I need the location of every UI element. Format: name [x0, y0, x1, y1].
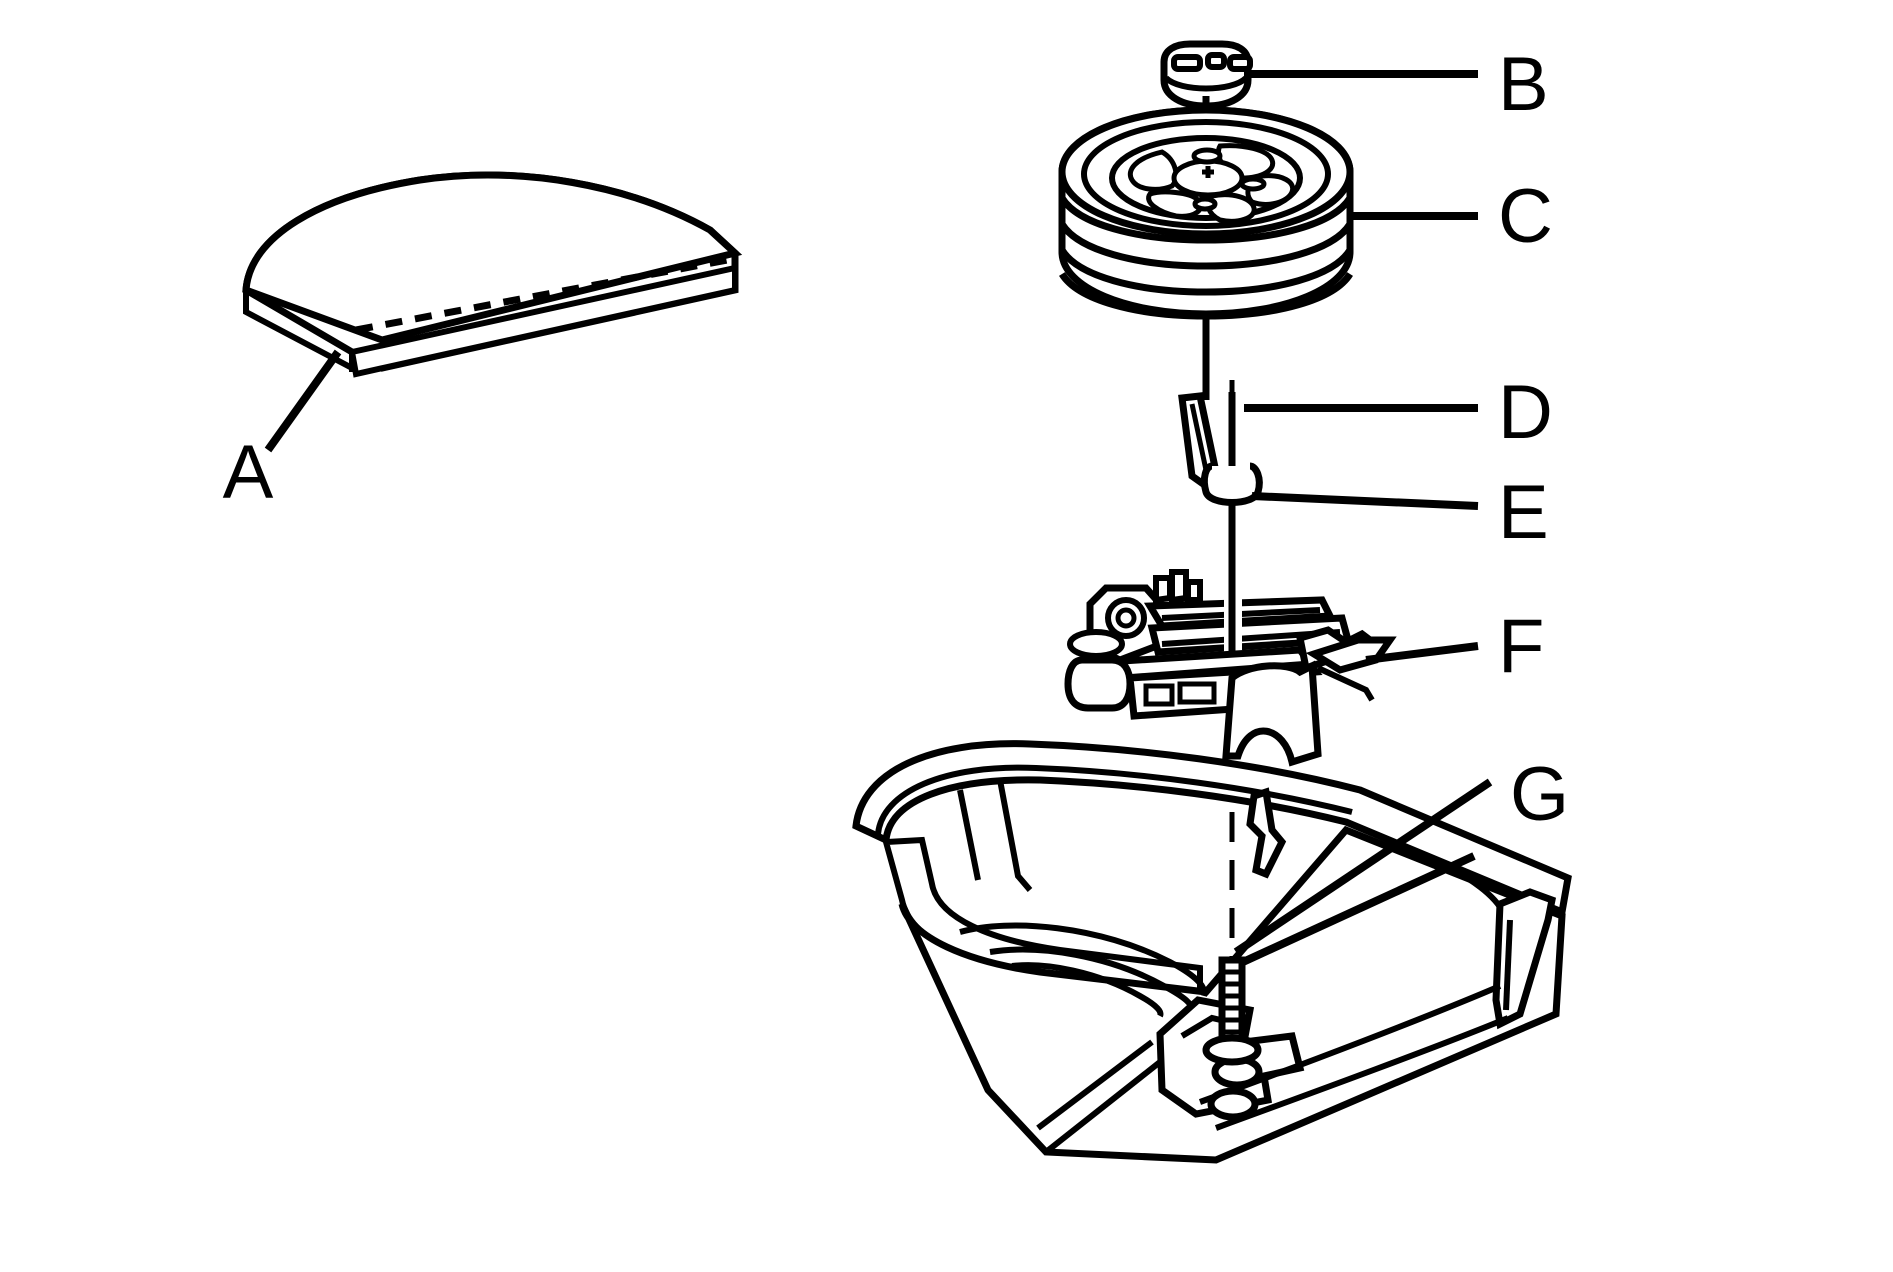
cover-dashed-hinge [355, 254, 739, 334]
part-f-scissor-jack [1064, 569, 1479, 767]
part-g-tire-well [852, 740, 1572, 1164]
callout-label-b: B [1498, 42, 1549, 127]
callout-label-a: A [223, 430, 274, 515]
callout-label-d: D [1498, 370, 1553, 455]
drain-hole-lower [1207, 1087, 1259, 1121]
part-a-cover-panel [242, 171, 743, 453]
wheel-spokes [1128, 143, 1296, 224]
callout-label-f: F [1498, 604, 1544, 689]
leader-g-lower [1241, 852, 1476, 966]
callout-labels: A B C D E F G [223, 42, 1569, 837]
part-c-spare-tire [1058, 106, 1478, 320]
callout-label-e: E [1498, 470, 1549, 555]
leader-f [1365, 642, 1479, 664]
tire-rib-lines [1059, 195, 1353, 320]
leader-a [264, 349, 342, 453]
threaded-stud [1202, 956, 1262, 1066]
part-e-washer [1200, 462, 1479, 510]
leader-e [1251, 492, 1479, 510]
callout-label-c: C [1498, 174, 1553, 259]
part-d-retainer-clip [1178, 392, 1478, 491]
callout-label-g: G [1510, 752, 1569, 837]
leader-g-upper [1233, 778, 1493, 956]
